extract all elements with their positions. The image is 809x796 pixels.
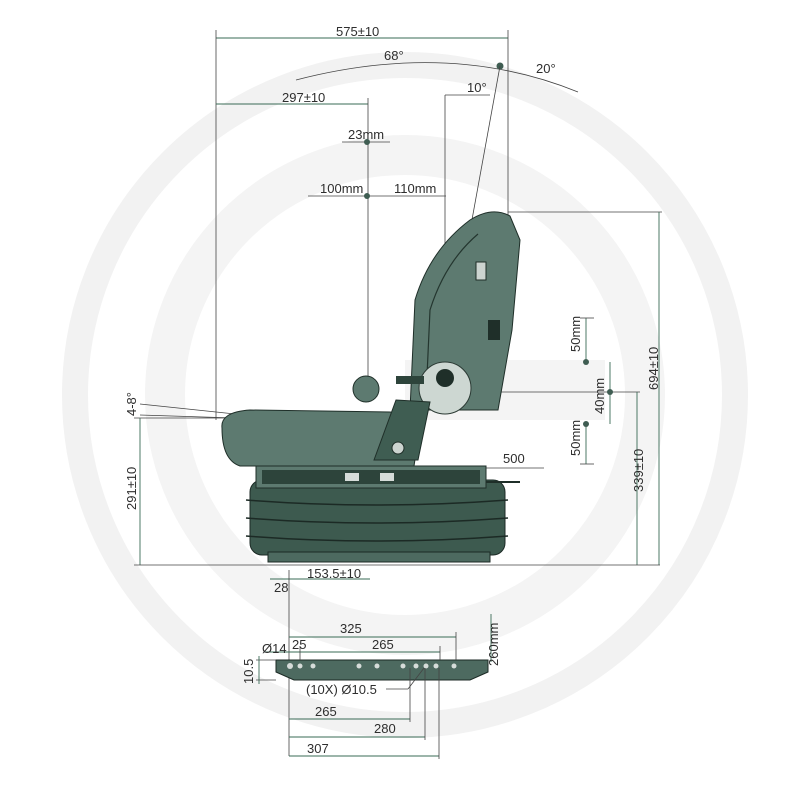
label-rail-265-bottom: 265 — [315, 704, 337, 719]
dim-plate-thickness: 10.5 — [241, 656, 276, 684]
label-angle-68: 68° — [384, 48, 404, 63]
label-rail-325: 325 — [340, 621, 362, 636]
adjust-knob — [352, 375, 380, 403]
dim-adjust-100-110: 100mm 110mm — [308, 181, 446, 199]
label-depth-center: 297±10 — [282, 90, 325, 105]
label-suspension-height: 339±10 — [631, 449, 646, 492]
label-rail-260: 260mm — [486, 623, 501, 666]
suspension-bellows — [245, 479, 509, 563]
label-hole-dia: Ø14 — [262, 641, 287, 656]
label-rail-280: 280 — [374, 721, 396, 736]
backrest-pivot — [418, 361, 472, 415]
dim-cushion-angle: 4-8° — [124, 392, 236, 419]
dim-rail-260: 260mm — [486, 614, 501, 666]
label-seat-height: 291±10 — [124, 467, 139, 510]
dim-rail-bottom: 265 280 307 — [289, 668, 440, 759]
dim-seat-height: 291±10 — [124, 417, 660, 566]
label-cushion-angle: 4-8° — [124, 392, 139, 416]
label-adjust-23: 23mm — [348, 127, 384, 142]
dim-depth-center: 297±10 — [216, 90, 369, 400]
label-total-height: 694±10 — [646, 347, 661, 390]
dim-holes-note: (10X) Ø10.5 — [306, 667, 425, 697]
label-vertical-50-top: 50mm — [568, 316, 583, 352]
label-adjust-110: 110mm — [394, 181, 436, 196]
backrest-bracket — [373, 399, 431, 461]
label-vertical-40: 40mm — [592, 378, 607, 414]
mounting-rail-plate — [275, 659, 489, 681]
label-rail-265-top: 265 — [372, 637, 394, 652]
label-slide-500: 500 — [503, 451, 525, 466]
dim-suspension-height: 339±10 — [480, 391, 646, 565]
label-plate-thickness: 10.5 — [241, 659, 256, 684]
label-rail-25: 25 — [292, 637, 306, 652]
label-rail-307: 307 — [307, 741, 329, 756]
suspension-frame — [255, 465, 520, 489]
dim-adjust-23: 23mm — [342, 127, 390, 145]
dim-vertical-adjust: 50mm 40mm 50mm — [568, 316, 613, 465]
label-holes-note: (10X) Ø10.5 — [306, 682, 377, 697]
dim-slide-500: 500 — [480, 451, 544, 469]
dim-overall-width: 575±10 — [215, 24, 509, 420]
label-adjust-100: 100mm — [320, 181, 363, 196]
label-base-28: 28 — [274, 580, 288, 595]
seat-backrest — [409, 211, 521, 411]
label-vertical-50-bottom: 50mm — [568, 420, 583, 456]
label-angle-10: 10° — [467, 80, 487, 95]
dim-rail-325: 325 — [289, 621, 457, 660]
dim-rail-top: Ø14 25 265 — [262, 637, 441, 660]
seat-illustration — [221, 211, 521, 563]
label-base-offset: 153.5±10 — [307, 566, 361, 581]
label-overall-width: 575±10 — [336, 24, 379, 39]
watermark-logo — [62, 52, 748, 738]
dim-total-height: 694±10 — [508, 211, 662, 565]
label-angle-20: 20° — [536, 61, 556, 76]
